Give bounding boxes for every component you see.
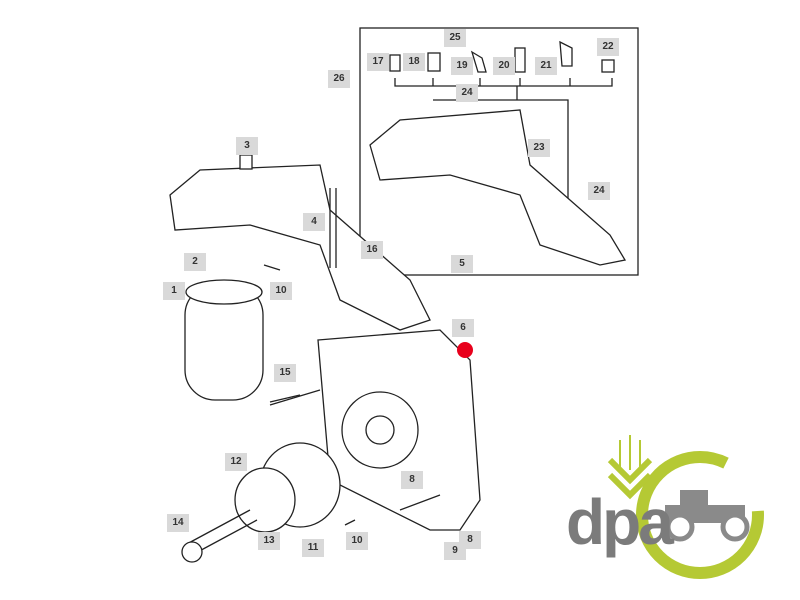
callout-21: 21 <box>535 57 557 75</box>
highlight-marker <box>457 342 473 358</box>
inset-bracket <box>369 109 627 266</box>
callout-14: 14 <box>167 514 189 532</box>
callout-8: 8 <box>401 471 423 489</box>
callout-15: 15 <box>274 364 296 382</box>
callout-12: 12 <box>225 453 247 471</box>
callout-5: 5 <box>451 255 473 273</box>
callout-10: 10 <box>270 282 292 300</box>
inset-fittings <box>389 40 615 73</box>
part-3 <box>239 154 253 170</box>
callout-1: 1 <box>163 282 185 300</box>
detail-inset-frame <box>359 27 639 276</box>
callout-16: 16 <box>361 241 383 259</box>
callout-23: 23 <box>528 139 550 157</box>
inset-leader-lines <box>394 78 613 200</box>
callout-18: 18 <box>403 53 425 71</box>
bolt-14 <box>184 509 258 556</box>
callout-25: 25 <box>444 29 466 47</box>
callout-2: 2 <box>184 253 206 271</box>
dpa-logo-emblem <box>607 435 764 579</box>
callout-13: 13 <box>258 532 280 550</box>
callout-26: 26 <box>328 70 350 88</box>
callout-11: 11 <box>302 539 324 557</box>
callout-17: 17 <box>367 53 389 71</box>
callout-19: 19 <box>451 57 473 75</box>
callout-22: 22 <box>597 38 619 56</box>
callout-4: 4 <box>303 213 325 231</box>
callout-6: 6 <box>452 319 474 337</box>
callout-3: 3 <box>236 137 258 155</box>
callout-20: 20 <box>493 57 515 75</box>
dpa-logo-text: dpa <box>566 486 674 558</box>
callout-10: 10 <box>346 532 368 550</box>
callout-24: 24 <box>456 84 478 102</box>
main-bracket <box>169 164 431 331</box>
callout-8: 8 <box>459 531 481 549</box>
callout-24: 24 <box>588 182 610 200</box>
bolt-4 <box>329 188 337 268</box>
